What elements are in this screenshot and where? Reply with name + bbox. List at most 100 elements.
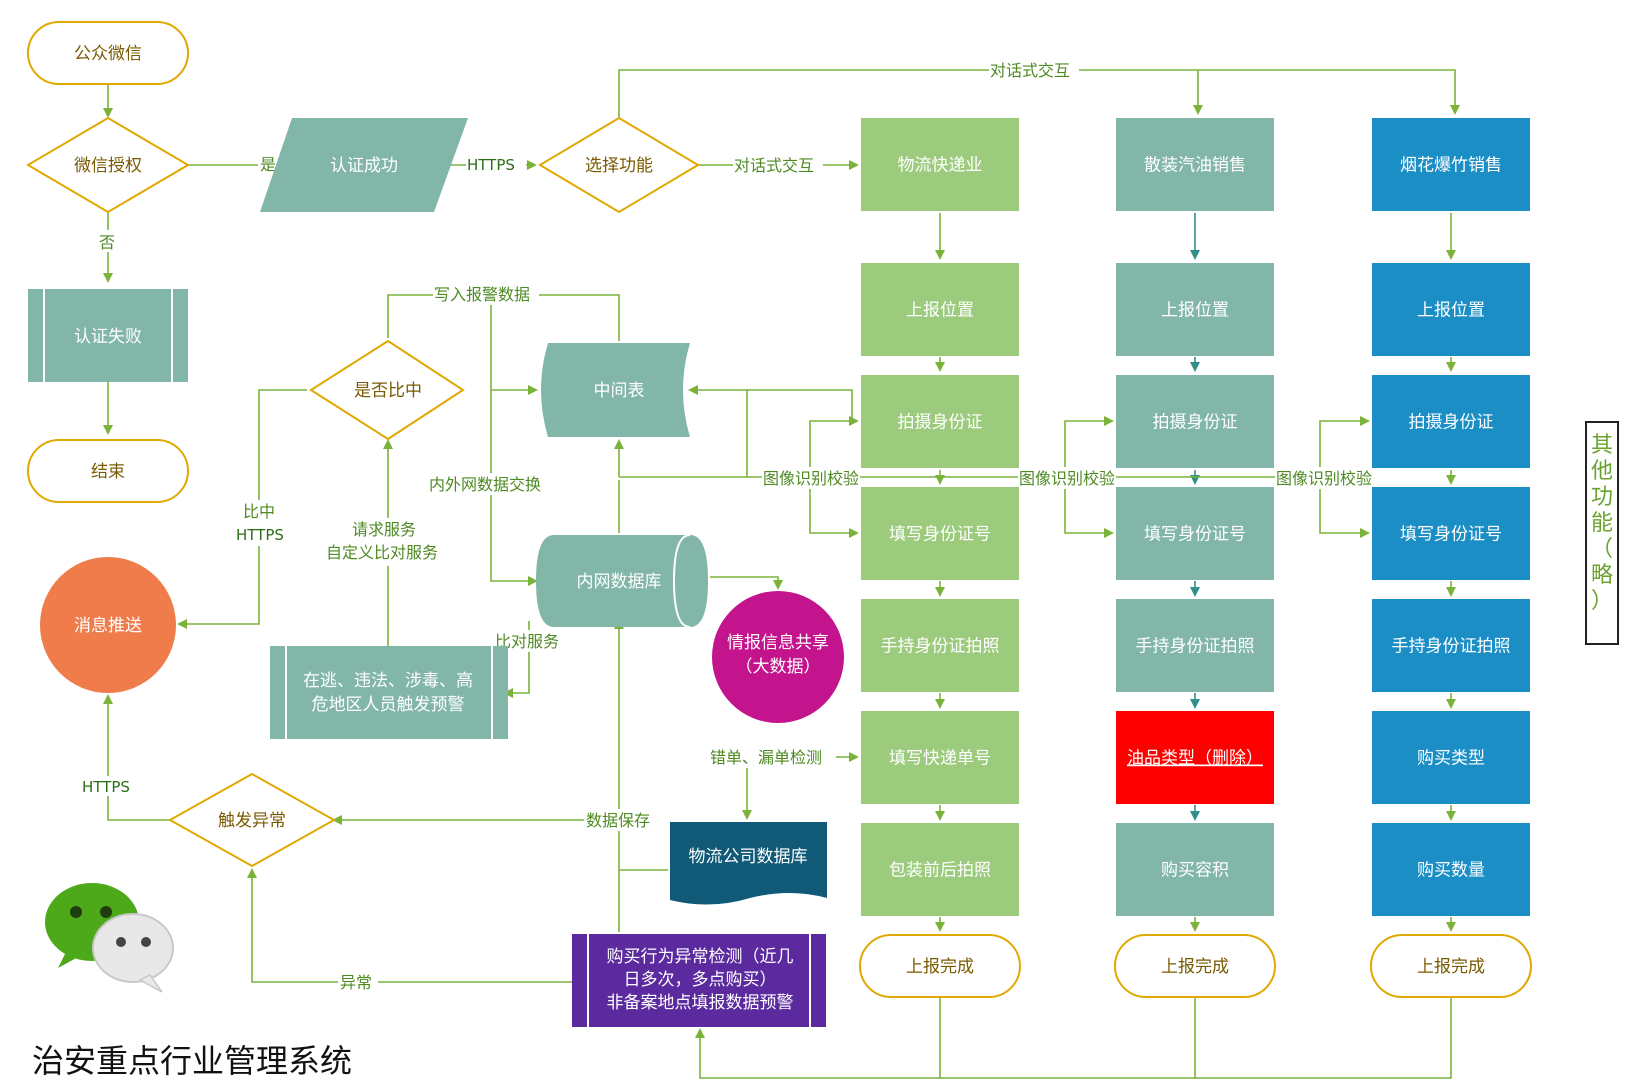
terminal-end[interactable] xyxy=(27,439,189,503)
buy-detect-line-2: 日多次，多点购买） xyxy=(624,970,777,990)
label-custom-compare: 自定义比对服务 xyxy=(326,543,438,562)
label-https2: HTTPS xyxy=(82,778,130,796)
col1-head[interactable] xyxy=(861,118,1019,211)
col1-step-6[interactable] xyxy=(861,823,1019,916)
edge-img-c3a xyxy=(1319,416,1370,477)
db-intranet-label: 内网数据库 xyxy=(577,572,662,592)
col2-step-5[interactable] xyxy=(1116,711,1274,804)
col2-head-label: 散装汽油销售 xyxy=(1144,156,1246,176)
db-intranet[interactable] xyxy=(536,535,708,627)
col2-step-1[interactable] xyxy=(1116,263,1274,356)
col1-step-3[interactable] xyxy=(861,487,1019,580)
label-no: 否 xyxy=(99,233,115,252)
io-auth-ok-label: 认证成功 xyxy=(330,156,398,176)
col1-done[interactable] xyxy=(859,934,1021,998)
col2-step-6[interactable] xyxy=(1116,823,1274,916)
process-buy-detect[interactable] xyxy=(572,934,826,1027)
col2-head[interactable] xyxy=(1116,118,1274,211)
terminal-end-label: 结束 xyxy=(91,462,125,482)
col1-step-6-label: 包装前后拍照 xyxy=(889,861,991,881)
edge-abnormal xyxy=(247,868,572,983)
doc-logistics-db[interactable] xyxy=(670,822,827,905)
col3-step-1[interactable] xyxy=(1372,263,1530,356)
label-dialog: 对话式交互 xyxy=(734,156,814,175)
col2-step-1-label: 上报位置 xyxy=(1161,301,1229,321)
label-img-check-3: 图像识别校验 xyxy=(1276,469,1372,488)
doc-logistics-db-label: 物流公司数据库 xyxy=(689,847,808,867)
side-label-char: ） xyxy=(1591,589,1613,614)
col3-step-5[interactable] xyxy=(1372,711,1530,804)
col3-done[interactable] xyxy=(1370,934,1532,998)
intel-line-1: 情报信息共享 xyxy=(727,633,829,653)
label-match: 比中 xyxy=(243,502,275,521)
col1-step-1[interactable] xyxy=(861,263,1019,356)
decision-match[interactable] xyxy=(309,339,465,441)
terminal-wechat[interactable] xyxy=(27,21,189,85)
edge-alarm-table xyxy=(490,295,538,395)
edge-labels: 是 否 HTTPS 对话式交互 对话式交互 写入报警数据 内外网数据交换 比中 … xyxy=(80,58,1373,993)
col3-step-4[interactable] xyxy=(1372,599,1530,692)
middle-nodes: 是否比中 中间表 内网数据库 在逃、违法、涉毒、高 危地区人员触发预警 情报信息… xyxy=(270,339,844,1027)
decision-choose[interactable] xyxy=(538,116,700,214)
edge-img-c2a xyxy=(1064,416,1114,477)
process-auth-fail-label: 认证失败 xyxy=(74,327,142,347)
intel-circle[interactable] xyxy=(712,591,844,723)
warning-line-2: 危地区人员触发预警 xyxy=(312,695,465,715)
label-exchange: 内外网数据交换 xyxy=(429,475,541,494)
col3-done-label: 上报完成 xyxy=(1417,957,1485,977)
col1-step-4-label: 手持身份证拍照 xyxy=(881,637,1000,657)
side-label: 其他功能（略） xyxy=(1591,433,1613,614)
edge-done3 xyxy=(1195,968,1452,1079)
col2-step-4-label: 手持身份证拍照 xyxy=(1136,637,1255,657)
decision-trigger[interactable] xyxy=(167,772,337,868)
col2-step-4[interactable] xyxy=(1116,599,1274,692)
side-box[interactable] xyxy=(1585,421,1619,645)
label-save: 数据保存 xyxy=(586,811,650,830)
decision-auth[interactable] xyxy=(26,116,190,214)
process-auth-fail[interactable] xyxy=(28,289,188,382)
push-label: 消息推送 xyxy=(74,616,142,636)
col3-step-4-label: 手持身份证拍照 xyxy=(1392,637,1511,657)
col2-step-2[interactable] xyxy=(1116,375,1274,468)
db-intranet-curve xyxy=(672,534,691,628)
label-img-check-2: 图像识别校验 xyxy=(1019,469,1115,488)
label-match-https: HTTPS xyxy=(236,526,284,544)
edge-img-c2b xyxy=(1064,477,1114,538)
col1-step-2-label: 拍摄身份证 xyxy=(898,413,983,433)
edge-img-c3b xyxy=(1319,477,1370,538)
col1-step-4[interactable] xyxy=(861,599,1019,692)
io-auth-ok[interactable] xyxy=(260,118,468,212)
edge-c1-middle xyxy=(747,389,853,420)
side-label-char: 他 xyxy=(1591,459,1613,484)
warning-line-1: 在逃、违法、涉毒、高 xyxy=(303,671,473,691)
label-error-check: 错单、漏单检测 xyxy=(710,748,822,767)
col3-step-2[interactable] xyxy=(1372,375,1530,468)
push-circle[interactable] xyxy=(40,557,176,693)
edge-img-c1a xyxy=(809,416,859,477)
buy-detect-line-3: 非备案地点填报数据预警 xyxy=(607,993,794,1013)
col3-step-3[interactable] xyxy=(1372,487,1530,580)
system-title: 治安重点行业管理系统 xyxy=(32,1042,352,1080)
edge-db-intel xyxy=(710,576,783,590)
decision-trigger-label: 触发异常 xyxy=(218,811,286,831)
edges xyxy=(103,69,1460,1079)
col1-step-5[interactable] xyxy=(861,711,1019,804)
col2-done[interactable] xyxy=(1114,934,1276,998)
col3-step-6-label: 购买数量 xyxy=(1417,861,1485,881)
label-compare: 比对服务 xyxy=(495,632,559,651)
label-dialog-top: 对话式交互 xyxy=(990,61,1070,80)
label-https: HTTPS xyxy=(467,156,515,174)
decision-match-label: 是否比中 xyxy=(354,381,422,401)
edge-done-detect xyxy=(695,968,941,1079)
process-warning[interactable] xyxy=(270,646,508,739)
col3-step-2-label: 拍摄身份证 xyxy=(1409,413,1494,433)
side-label-char: （ xyxy=(1591,537,1613,562)
col3-step-6[interactable] xyxy=(1372,823,1530,916)
label-abnormal: 异常 xyxy=(340,973,372,992)
col3-head[interactable] xyxy=(1372,118,1530,211)
col2-step-3-label: 填写身份证号 xyxy=(1144,525,1246,545)
col2-step-3[interactable] xyxy=(1116,487,1274,580)
storage-middle-table[interactable] xyxy=(541,343,690,437)
col1-step-2[interactable] xyxy=(861,375,1019,468)
col1-step-5-label: 填写快递单号 xyxy=(889,749,991,769)
